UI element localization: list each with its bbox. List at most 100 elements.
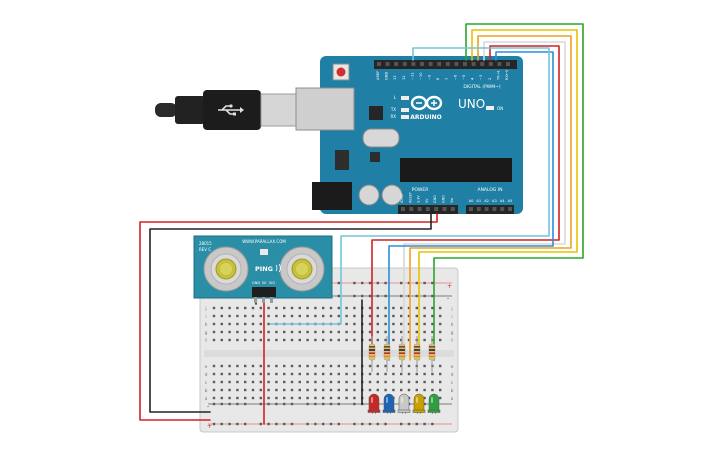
- terminal-hole[interactable]: [220, 364, 223, 368]
- terminal-hole[interactable]: [275, 314, 278, 318]
- terminal-hole[interactable]: [423, 396, 426, 400]
- rail-hole[interactable]: [376, 294, 379, 298]
- rail-hole[interactable]: [368, 294, 372, 298]
- terminal-hole[interactable]: [329, 396, 333, 400]
- terminal-hole[interactable]: [423, 388, 426, 392]
- terminal-hole[interactable]: [322, 364, 325, 368]
- rail-hole[interactable]: [353, 281, 356, 285]
- terminal-hole[interactable]: [353, 314, 356, 318]
- rail-hole[interactable]: [290, 402, 294, 406]
- terminal-hole[interactable]: [283, 388, 286, 392]
- terminal-hole[interactable]: [368, 330, 372, 334]
- terminal-hole[interactable]: [322, 372, 325, 376]
- terminal-hole[interactable]: [431, 306, 434, 310]
- terminal-hole[interactable]: [314, 396, 317, 400]
- terminal-hole[interactable]: [407, 372, 411, 376]
- terminal-hole[interactable]: [439, 322, 442, 326]
- usb-cable[interactable]: [155, 90, 300, 130]
- terminal-hole[interactable]: [212, 372, 216, 376]
- terminal-hole[interactable]: [376, 372, 379, 376]
- terminal-hole[interactable]: [407, 330, 411, 334]
- terminal-hole[interactable]: [415, 322, 418, 326]
- terminal-hole[interactable]: [407, 314, 411, 318]
- terminal-hole[interactable]: [392, 330, 395, 334]
- terminal-hole[interactable]: [322, 338, 325, 342]
- terminal-hole[interactable]: [431, 372, 434, 376]
- power-pin-hole[interactable]: [401, 207, 405, 211]
- digital-pin-hole[interactable]: [377, 62, 381, 66]
- rail-hole[interactable]: [353, 422, 356, 426]
- terminal-hole[interactable]: [368, 314, 372, 318]
- terminal-hole[interactable]: [392, 314, 395, 318]
- terminal-hole[interactable]: [220, 388, 223, 392]
- digital-pin-hole[interactable]: [445, 62, 450, 66]
- terminal-hole[interactable]: [423, 306, 426, 310]
- terminal-hole[interactable]: [290, 396, 294, 400]
- terminal-hole[interactable]: [267, 396, 270, 400]
- rail-hole[interactable]: [384, 281, 387, 285]
- terminal-hole[interactable]: [298, 306, 301, 310]
- terminal-hole[interactable]: [423, 322, 426, 326]
- rail-hole[interactable]: [244, 422, 247, 426]
- wire-blue-pin2[interactable]: [388, 51, 554, 361]
- terminal-hole[interactable]: [353, 380, 356, 384]
- rail-hole[interactable]: [337, 422, 340, 426]
- terminal-hole[interactable]: [251, 388, 255, 392]
- terminal-hole[interactable]: [384, 314, 387, 318]
- terminal-hole[interactable]: [283, 338, 286, 342]
- resistor[interactable]: [413, 336, 421, 372]
- terminal-hole[interactable]: [337, 338, 340, 342]
- rail-hole[interactable]: [400, 281, 403, 285]
- terminal-hole[interactable]: [236, 388, 239, 392]
- terminal-hole[interactable]: [236, 380, 239, 384]
- terminal-hole[interactable]: [283, 314, 286, 318]
- wire-green-pin7[interactable]: [433, 23, 584, 361]
- terminal-hole[interactable]: [220, 338, 223, 342]
- terminal-hole[interactable]: [407, 306, 411, 310]
- terminal-hole[interactable]: [329, 364, 333, 368]
- terminal-hole[interactable]: [251, 380, 255, 384]
- terminal-hole[interactable]: [345, 322, 348, 326]
- terminal-hole[interactable]: [267, 322, 270, 326]
- terminal-hole[interactable]: [415, 330, 418, 334]
- rail-hole[interactable]: [267, 422, 270, 426]
- terminal-hole[interactable]: [244, 372, 247, 376]
- terminal-hole[interactable]: [259, 396, 262, 400]
- resistor[interactable]: [428, 336, 436, 372]
- terminal-hole[interactable]: [329, 380, 333, 384]
- terminal-hole[interactable]: [314, 314, 317, 318]
- rail-hole[interactable]: [376, 422, 379, 426]
- terminal-hole[interactable]: [400, 306, 403, 310]
- terminal-hole[interactable]: [244, 314, 247, 318]
- terminal-hole[interactable]: [322, 388, 325, 392]
- terminal-hole[interactable]: [345, 314, 348, 318]
- terminal-hole[interactable]: [259, 372, 262, 376]
- wire-red-5v[interactable]: [139, 213, 438, 421]
- analog-pin-hole[interactable]: [476, 207, 481, 211]
- terminal-hole[interactable]: [283, 380, 286, 384]
- rail-hole[interactable]: [361, 294, 364, 298]
- terminal-hole[interactable]: [220, 330, 223, 334]
- terminal-hole[interactable]: [345, 372, 348, 376]
- digital-pin-hole[interactable]: [506, 62, 510, 66]
- terminal-hole[interactable]: [251, 330, 255, 334]
- rail-hole[interactable]: [400, 422, 403, 426]
- terminal-hole[interactable]: [283, 396, 286, 400]
- rail-hole[interactable]: [423, 422, 426, 426]
- rail-hole[interactable]: [407, 294, 411, 298]
- terminal-hole[interactable]: [322, 330, 325, 334]
- terminal-hole[interactable]: [431, 380, 434, 384]
- terminal-hole[interactable]: [407, 322, 411, 326]
- terminal-hole[interactable]: [244, 388, 247, 392]
- terminal-hole[interactable]: [337, 364, 340, 368]
- terminal-hole[interactable]: [244, 380, 247, 384]
- terminal-hole[interactable]: [400, 322, 403, 326]
- terminal-hole[interactable]: [345, 396, 348, 400]
- terminal-hole[interactable]: [251, 314, 255, 318]
- power-pin-hole[interactable]: [442, 207, 447, 211]
- terminal-hole[interactable]: [244, 330, 247, 334]
- rail-hole[interactable]: [431, 281, 434, 285]
- terminal-hole[interactable]: [259, 338, 262, 342]
- terminal-hole[interactable]: [298, 338, 301, 342]
- power-pin-hole[interactable]: [425, 207, 430, 211]
